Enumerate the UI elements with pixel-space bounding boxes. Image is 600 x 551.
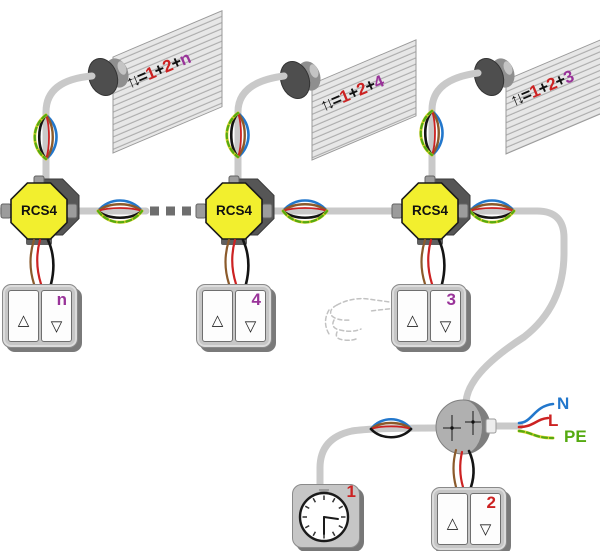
- shutter-panel-2: [311, 39, 417, 161]
- up-triangle-icon: △: [446, 515, 459, 532]
- shutter-roller-2: [279, 61, 321, 99]
- clock-face-icon: [298, 489, 350, 543]
- switch-up-button[interactable]: △: [202, 290, 233, 342]
- switch-number: n: [56, 290, 67, 309]
- wall-switch-2-central: △ 2 ▽: [431, 487, 507, 551]
- pressing-hand-icon: [324, 297, 401, 341]
- wire-earth: [517, 429, 555, 440]
- neutral-label: N: [557, 394, 570, 413]
- earth-label: PE: [564, 427, 587, 446]
- switch-number: 2: [486, 493, 496, 512]
- mains-wires-nlpe: [517, 402, 555, 440]
- down-triangle-icon: ▽: [50, 318, 63, 335]
- switch-up-button[interactable]: △: [397, 290, 428, 342]
- switch-number: 4: [251, 290, 261, 309]
- wire-neutral: [517, 402, 555, 425]
- switch-down-button[interactable]: n ▽: [41, 290, 72, 342]
- down-triangle-icon: ▽: [439, 318, 452, 335]
- switch-down-button[interactable]: 3 ▽: [430, 290, 461, 342]
- switch-up-button[interactable]: △: [8, 290, 39, 342]
- shutter-roller-3: [473, 58, 515, 96]
- line-label: L: [548, 411, 559, 430]
- shutter-panel-1: [112, 10, 223, 154]
- cable-riser-1: [42, 72, 96, 196]
- timer-clock-1: 1: [292, 482, 360, 548]
- wall-switch-4: △ 4 ▽: [196, 284, 272, 348]
- cable-timer-to-junction: [316, 424, 442, 492]
- junction-box: [435, 399, 497, 455]
- switch-up-button[interactable]: △: [437, 493, 468, 545]
- switch-down-button[interactable]: 2 ▽: [470, 493, 501, 545]
- cable-bus-3-scurve: [454, 207, 568, 406]
- switch-down-button[interactable]: 4 ▽: [235, 290, 266, 342]
- rcs4-label-2: RCS4: [215, 203, 252, 218]
- wire-line: [517, 416, 550, 429]
- rcs4-label-1: RCS4: [20, 203, 57, 218]
- up-triangle-icon: △: [17, 312, 30, 329]
- wall-switch-n: △ n ▽: [2, 284, 78, 348]
- module-switch-wires: [29, 238, 475, 489]
- shutter-roller-1: [87, 58, 129, 96]
- down-triangle-icon: ▽: [244, 318, 257, 335]
- timer-number: 1: [346, 482, 356, 501]
- up-triangle-icon: △: [211, 312, 224, 329]
- up-triangle-icon: △: [406, 312, 419, 329]
- wall-switch-3: △ 3 ▽: [391, 284, 467, 348]
- down-triangle-icon: ▽: [479, 521, 492, 538]
- clock-hands: [323, 516, 339, 535]
- switch-number: 3: [446, 290, 456, 309]
- rcs4-label-3: RCS4: [411, 203, 448, 218]
- shutter-panel-3: [505, 38, 600, 155]
